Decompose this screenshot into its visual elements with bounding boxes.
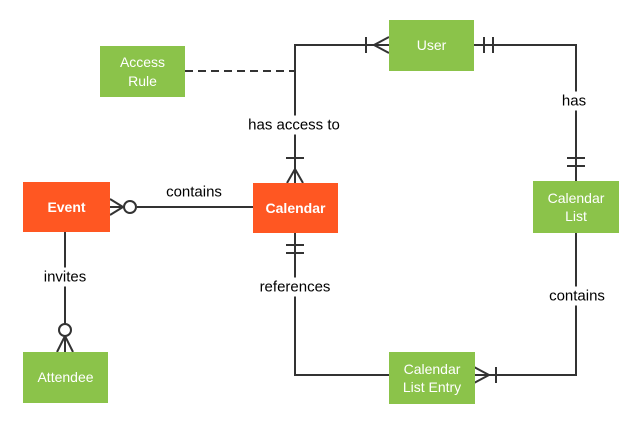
connector-line <box>294 44 389 183</box>
crows-foot-many-icon <box>473 366 490 384</box>
entity-calendar-list-label: Calendar List <box>547 189 605 224</box>
entity-user-label: User <box>416 37 447 54</box>
entity-calendar: Calendar <box>253 183 338 233</box>
relationship-label-invites: invites <box>38 267 92 287</box>
connector-line <box>294 233 389 376</box>
entity-calendar-list: Calendar List <box>533 181 619 233</box>
crows-foot-many-icon <box>373 36 390 54</box>
entity-attendee-label: Attendee <box>37 369 94 386</box>
connector-line <box>474 233 577 376</box>
connector-line <box>474 44 577 181</box>
connector-calendar-references-entry <box>286 233 389 376</box>
entity-user: User <box>389 20 474 71</box>
relationship-label-has: has <box>556 91 592 111</box>
connector-calendar-list-contains-entry <box>473 233 577 384</box>
entity-attendee: Attendee <box>23 352 108 403</box>
connector-user-has-calendar-list <box>474 37 585 181</box>
relationship-label-contains: contains <box>161 182 227 202</box>
relationship-label-has-access-to: has access to <box>243 115 345 135</box>
crows-foot-many-icon <box>56 335 74 353</box>
entity-calendar-list-entry-label: Calendar List Entry <box>402 360 462 395</box>
cardinality-exactly-one-bars <box>483 37 494 53</box>
entity-event: Event <box>23 182 110 232</box>
cardinality-zero-circle <box>58 323 72 337</box>
entity-event-label: Event <box>47 198 86 215</box>
connector-event-invites-attendee <box>56 232 74 353</box>
cardinality-exactly-one-bars <box>567 157 585 167</box>
cardinality-exactly-one-bars <box>286 244 304 254</box>
relationship-label-contains: contains <box>544 286 610 306</box>
relationship-label-references: references <box>254 277 336 297</box>
cardinality-zero-circle <box>123 200 137 214</box>
connector-event-contains-calendar <box>109 198 253 216</box>
entity-access-rule-label: Access Rule <box>119 54 166 89</box>
connector-calendar-has-access-to-user <box>286 36 390 184</box>
entity-calendar-list-entry: Calendar List Entry <box>389 352 475 404</box>
crows-foot-many-icon <box>286 168 304 184</box>
entity-calendar-label: Calendar <box>265 199 326 216</box>
entity-access-rule: Access Rule <box>100 46 185 97</box>
crows-foot-many-icon <box>109 198 124 216</box>
